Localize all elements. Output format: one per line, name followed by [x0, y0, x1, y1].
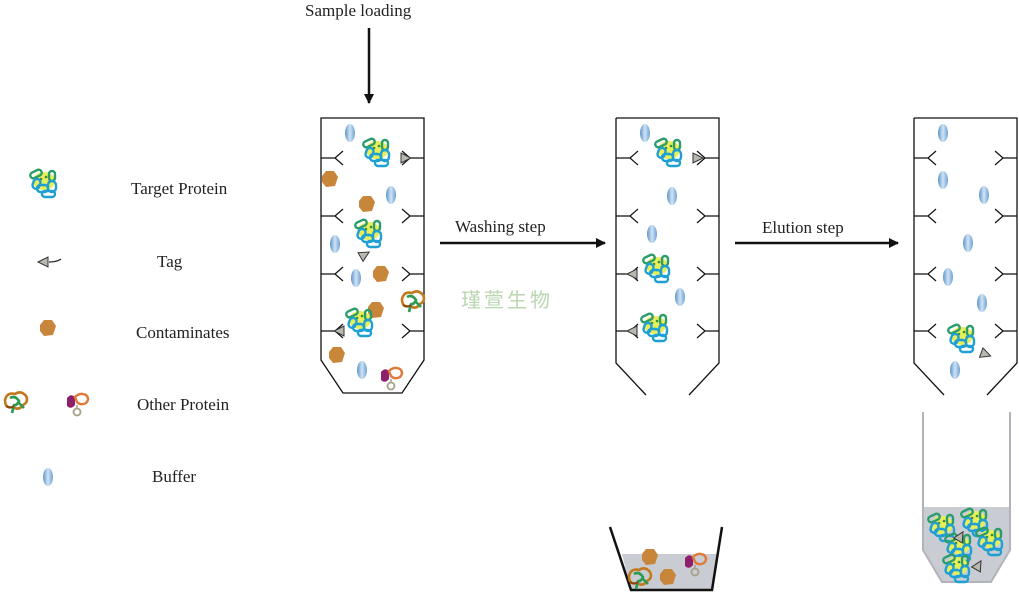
- legend-label-target-protein: Target Protein: [131, 179, 228, 198]
- waste-beaker: [608, 526, 724, 592]
- legend-target-protein-icon: [28, 167, 58, 199]
- legend-label-tag: Tag: [157, 252, 183, 271]
- legend-label-other-protein: Other Protein: [137, 395, 230, 414]
- column-loading: [320, 117, 426, 394]
- column-washed: [615, 117, 720, 396]
- washing-step-label: Washing step: [455, 217, 546, 236]
- legend-contaminate-icon: [40, 320, 56, 336]
- legend-tag-icon: [37, 256, 62, 268]
- elution-step-label: Elution step: [762, 218, 844, 237]
- legend-label-buffer: Buffer: [152, 467, 197, 486]
- eluate-tube: [922, 412, 1011, 584]
- legend-buffer-icon: [43, 468, 53, 486]
- sample-loading-label: Sample loading: [305, 1, 412, 20]
- legend-other-protein-icon: [3, 391, 90, 417]
- watermark: 瑾萱生物: [461, 288, 553, 312]
- column-eluted: [913, 117, 1018, 396]
- legend-label-contaminates: Contaminates: [136, 323, 230, 342]
